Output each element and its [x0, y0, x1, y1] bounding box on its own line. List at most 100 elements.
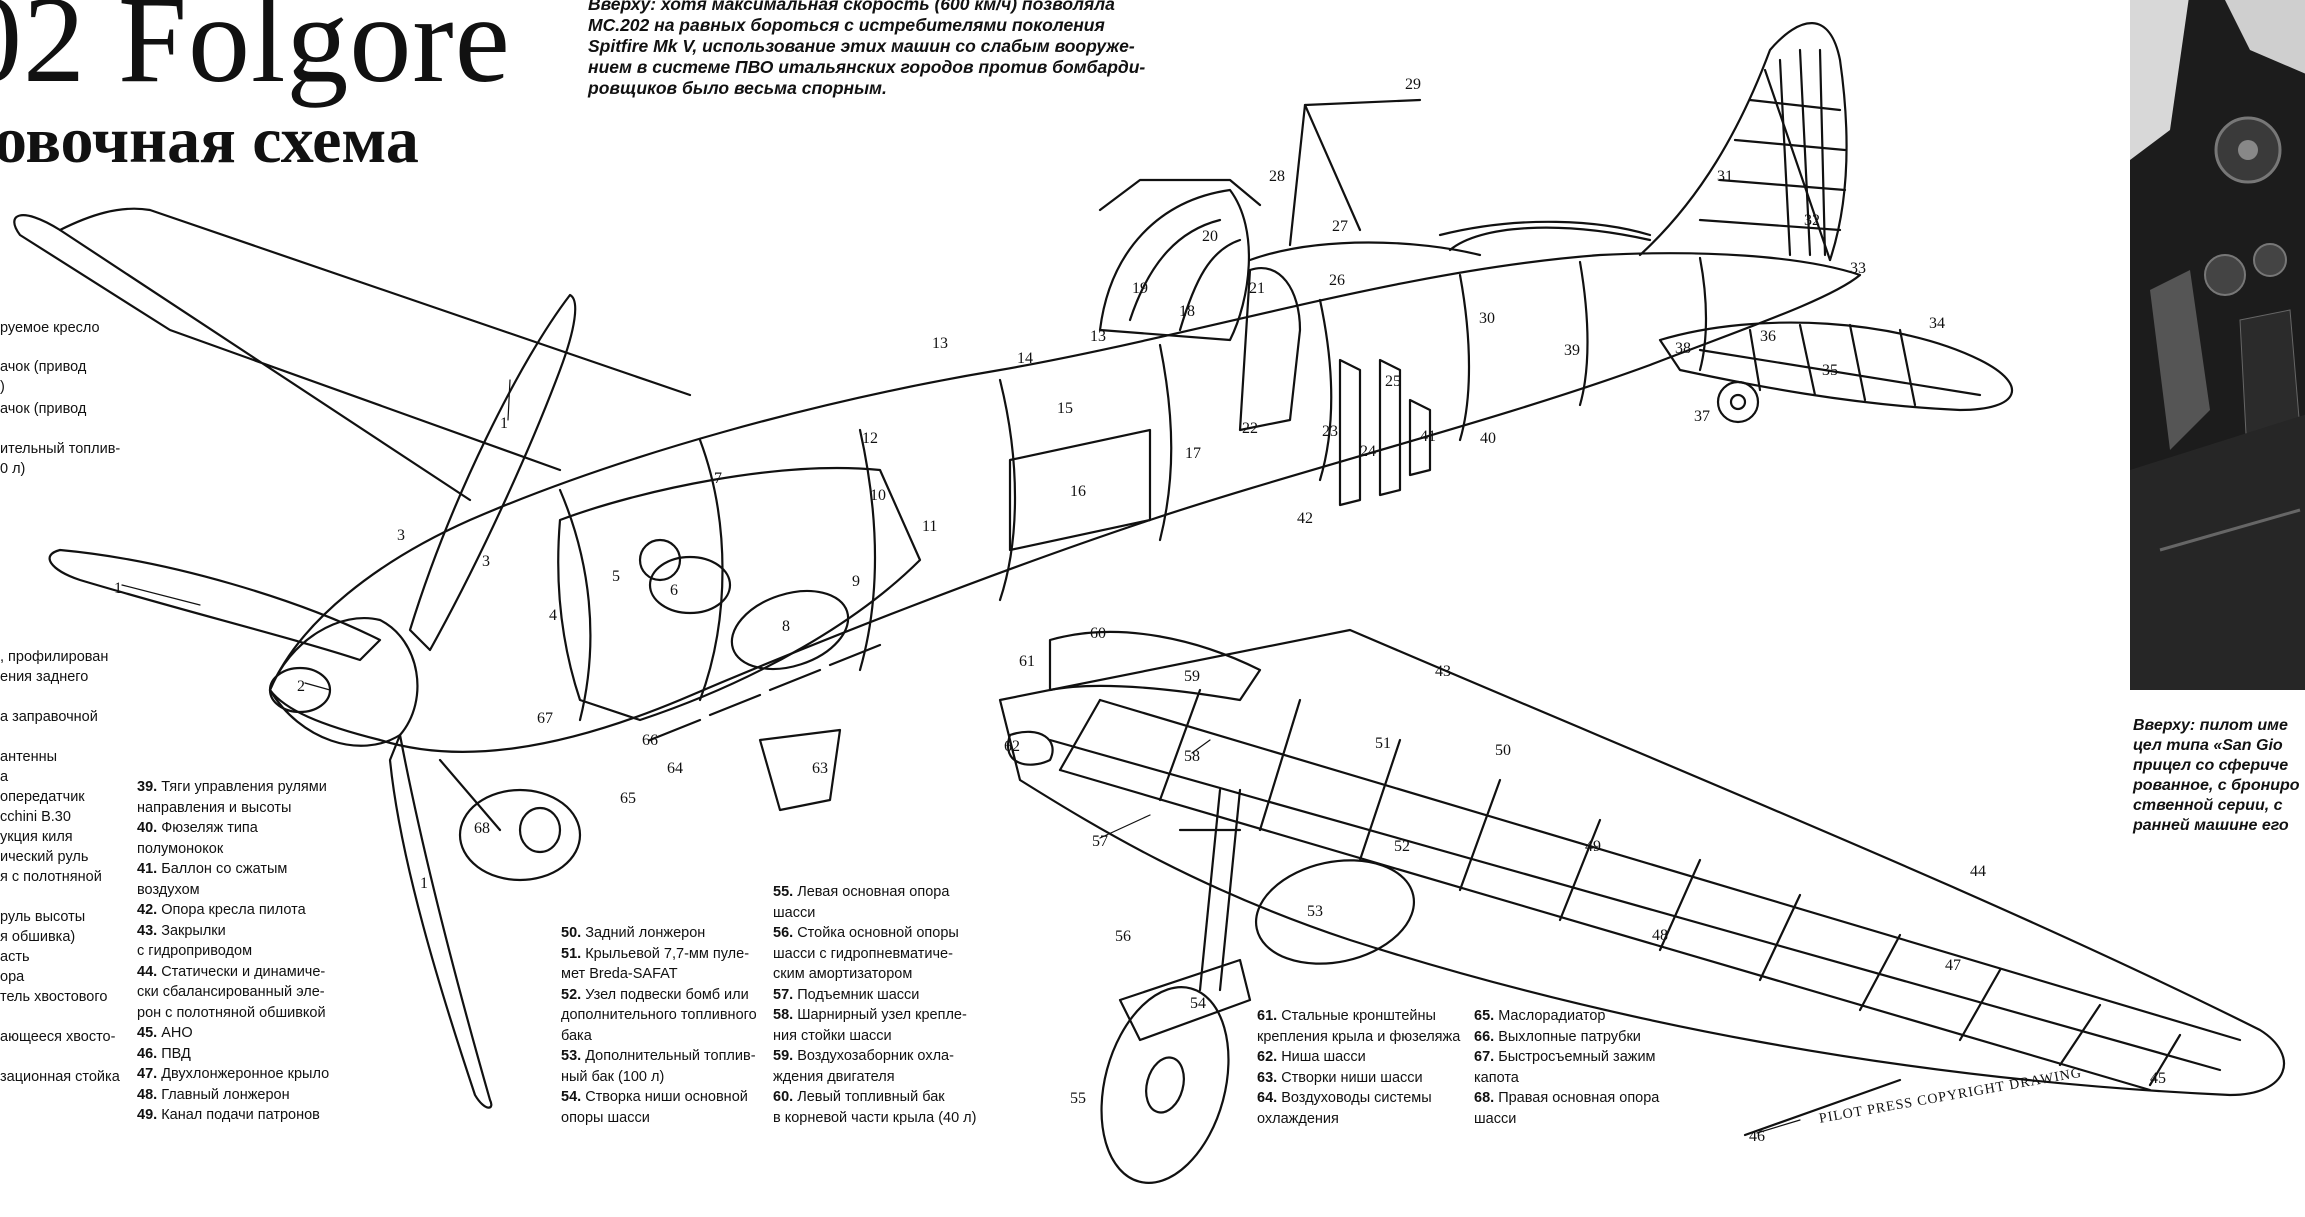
- intro-line: ровщиков было весьма спорным.: [588, 78, 887, 98]
- legend-item-fragment: зационная стойка: [0, 1069, 120, 1085]
- legend-item: шасси с гидропневматиче-: [773, 944, 976, 965]
- legend-item-number: 53.: [561, 1048, 586, 1064]
- intro-paragraph: Вверху: хотя максимальная скорость (600 …: [588, 0, 1188, 99]
- callout-number: 31: [1717, 168, 1733, 185]
- legend-item: в корневой части крыла (40 л): [773, 1108, 976, 1129]
- legend-item-text: дополнительного топливного: [561, 1007, 757, 1023]
- callout-number: 67: [537, 710, 553, 727]
- legend-item: капота: [1474, 1068, 1659, 1089]
- callout-number: 19: [1132, 280, 1148, 297]
- legend-item-fragment: 0 л): [0, 461, 26, 477]
- legend-item: 47. Двухлонжеронное крыло: [137, 1064, 329, 1085]
- legend-item-text: Задний лонжерон: [585, 925, 706, 941]
- legend-item-number: 47.: [137, 1066, 162, 1082]
- legend-item-fragment: , профилирован: [0, 649, 109, 665]
- page-title: 02 Folgore: [0, 0, 511, 108]
- callout-number: 57: [1092, 833, 1108, 850]
- legend-item-number: 67.: [1474, 1049, 1499, 1065]
- legend-item: 46. ПВД: [137, 1044, 329, 1065]
- callout-number: 5: [612, 568, 620, 585]
- legend-item: 51. Крыльевой 7,7-мм пуле-: [561, 944, 757, 965]
- legend-item-text: Главный лонжерон: [161, 1086, 290, 1103]
- legend-item: 55. Левая основная опора: [773, 882, 976, 903]
- callout-number: 43: [1435, 663, 1451, 680]
- legend-item-text: опоры шасси: [561, 1109, 650, 1126]
- legend-item: 44. Статически и динамиче-: [137, 962, 329, 983]
- caption-line: ственной серии, с: [2133, 797, 2283, 814]
- callout-number: 26: [1329, 272, 1345, 289]
- legend-item-fragment: я обшивка): [0, 929, 76, 945]
- callout-number: 41: [1420, 428, 1436, 445]
- legend-item: воздухом: [137, 880, 329, 901]
- caption-line: Вверху: пилот име: [2133, 717, 2288, 734]
- callout-number: 38: [1675, 340, 1691, 357]
- legend-item: ный бак (100 л): [561, 1067, 757, 1088]
- cockpit-photo: [2130, 0, 2305, 690]
- callout-number: 18: [1179, 303, 1195, 320]
- legend-item-text: бака: [561, 1027, 592, 1044]
- legend-item: 56. Стойка основной опоры: [773, 923, 976, 944]
- legend-item-text: Тяги управления рулями: [161, 779, 327, 795]
- legend-item: полумонокок: [137, 839, 329, 860]
- callout-number: 45: [2150, 1070, 2166, 1087]
- legend-item: 40. Фюзеляж типа: [137, 818, 329, 839]
- legend-item-text: ским амортизатором: [773, 966, 913, 982]
- legend-item: бака: [561, 1026, 757, 1047]
- legend-item: 50. Задний лонжерон: [561, 923, 757, 944]
- legend-item-text: ный бак (100 л): [561, 1068, 665, 1085]
- legend-item-text: Стойка основной опоры: [797, 925, 959, 941]
- legend-item: направления и высоты: [137, 798, 329, 819]
- callout-number: 1: [420, 875, 428, 892]
- callout-number: 1: [500, 415, 508, 432]
- legend-item-text: Канал подачи патронов: [161, 1107, 320, 1123]
- legend-item-fragment: ический руль: [0, 849, 89, 865]
- legend-item-text: шасси: [1474, 1110, 1517, 1127]
- legend-item-number: 56.: [773, 925, 798, 941]
- drop-tank: [1254, 859, 1416, 965]
- callout-number: 48: [1652, 927, 1668, 944]
- callout-number: 59: [1184, 668, 1200, 685]
- legend-item: ждения двигателя: [773, 1067, 976, 1088]
- legend-item: 64. Воздуховоды системы: [1257, 1088, 1460, 1109]
- legend-item-text: Створка ниши основной: [585, 1089, 748, 1105]
- legend-item-number: 62.: [1257, 1049, 1282, 1065]
- legend-item-number: 41.: [137, 861, 162, 877]
- callout-number: 1: [114, 580, 122, 597]
- callout-number: 52: [1394, 838, 1410, 855]
- legend-item-text: Маслорадиатор: [1498, 1008, 1606, 1024]
- callout-number: 62: [1004, 738, 1020, 755]
- legend-item-fragment: я с полотняной: [0, 869, 102, 885]
- propeller-spinner: [268, 617, 419, 747]
- callout-number: 9: [852, 573, 860, 590]
- legend-item-number: 55.: [773, 884, 798, 900]
- legend-item-text: Баллон со сжатым: [161, 861, 288, 877]
- callout-number: 13: [1090, 328, 1106, 345]
- legend-item-text: ПВД: [161, 1045, 191, 1062]
- legend-item-number: 60.: [773, 1089, 798, 1105]
- legend-item: рон с полотняной обшивкой: [137, 1003, 329, 1024]
- callout-number: 44: [1970, 863, 1986, 880]
- callout-number: 35: [1822, 362, 1838, 379]
- callout-number: 47: [1945, 957, 1961, 974]
- callout-number: 63: [812, 760, 828, 777]
- callout-number: 29: [1405, 76, 1421, 93]
- legend-item-number: 40.: [137, 820, 162, 836]
- legend-item-text: Крыльевой 7,7-мм пуле-: [585, 945, 750, 962]
- legend-item-number: 68.: [1474, 1090, 1499, 1106]
- intro-line: Вверху: хотя максимальная скорость (600 …: [588, 0, 1115, 14]
- callout-number: 50: [1495, 742, 1511, 759]
- legend-item-number: 63.: [1257, 1069, 1282, 1086]
- legend-item-number: 54.: [561, 1089, 586, 1105]
- caption-line: ранней машине его: [2133, 817, 2289, 834]
- callout-number: 17: [1185, 445, 1201, 462]
- legend-item-text: Ниша шасси: [1281, 1049, 1366, 1065]
- legend-item: 68. Правая основная опора: [1474, 1088, 1659, 1109]
- legend-item-fragment: а заправочной: [0, 709, 98, 725]
- callout-number: 34: [1929, 315, 1945, 332]
- legend-item: ски сбалансированный эле-: [137, 982, 329, 1003]
- tailplane: [1658, 321, 2014, 412]
